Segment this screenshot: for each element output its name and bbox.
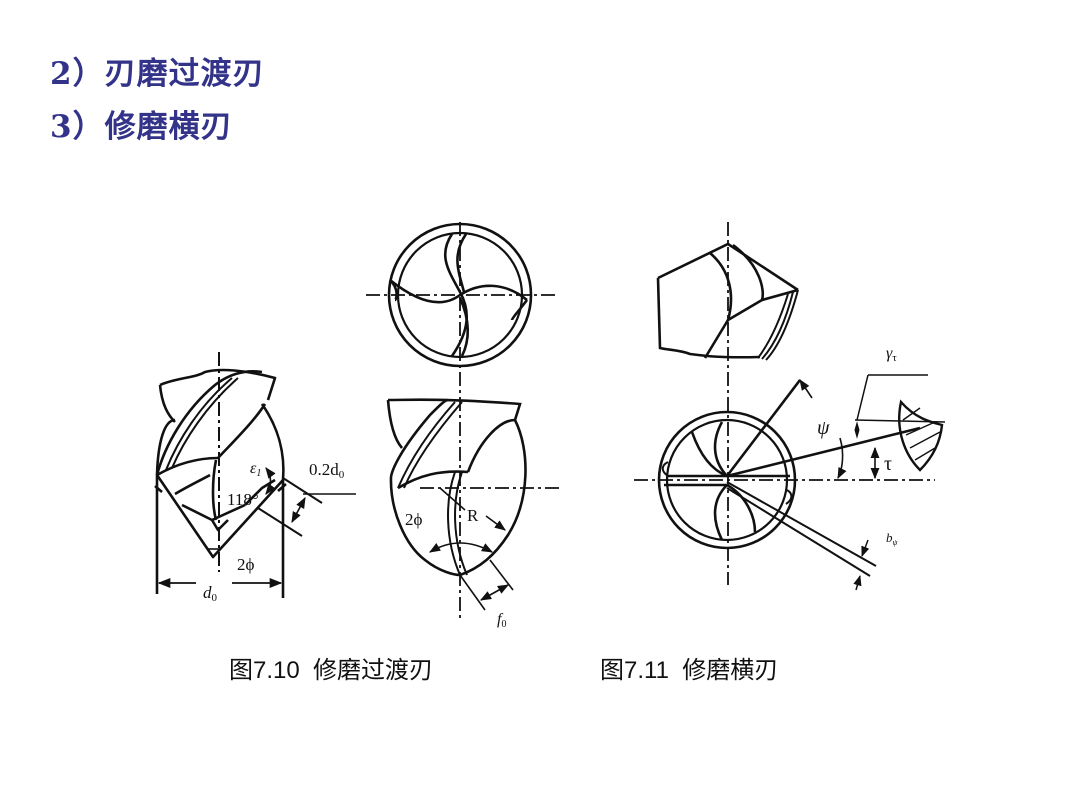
- figure-7-11-caption: 图7.11 修磨横刃: [600, 657, 779, 684]
- label-118-degrees: 118°: [227, 490, 259, 509]
- heading-number: 3）: [50, 109, 105, 145]
- label-2phi-right: 2ϕ: [405, 510, 423, 529]
- label-epsilon: ε1: [250, 460, 261, 479]
- label-gamma-tau: γτ: [886, 345, 897, 364]
- drill-end-view-right: [634, 374, 946, 591]
- drill-end-view-center: [366, 222, 555, 620]
- label-R: R: [467, 506, 479, 525]
- label-b-psi: bψ: [886, 530, 899, 547]
- label-psi: ψ: [817, 417, 830, 439]
- label-tau: τ: [884, 453, 892, 475]
- label-d0: d0: [203, 583, 218, 604]
- drill-side-view-center: [386, 398, 562, 611]
- heading-text: 修磨横刃: [104, 109, 233, 145]
- drill-side-view-left: [154, 352, 356, 598]
- heading-number: 2）: [50, 56, 105, 92]
- label-0.2d0: 0.2d0: [309, 460, 345, 481]
- heading-text: 刃磨过渡刃: [104, 56, 265, 92]
- label-f0: f0: [497, 611, 506, 630]
- label-2phi-left: 2ϕ: [237, 555, 255, 574]
- figure-7-10-caption: 图7.10 修磨过渡刃: [229, 657, 434, 684]
- heading-step-3: 3）修磨横刃: [50, 101, 233, 146]
- heading-step-2: 2）刃磨过渡刃: [50, 48, 265, 93]
- drill-tip-view-right: [656, 222, 799, 585]
